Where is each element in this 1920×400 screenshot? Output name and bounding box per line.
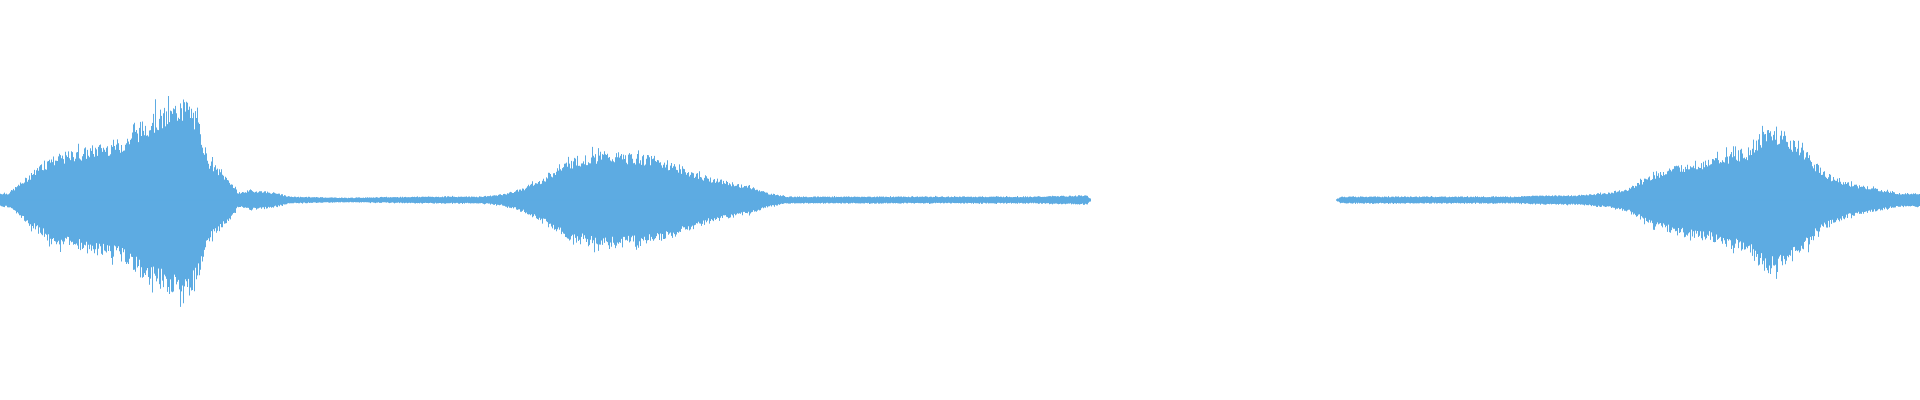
segment-right	[1336, 125, 1920, 279]
segment-right-peaks	[1337, 125, 1920, 279]
segment-left-peaks	[0, 96, 1091, 307]
segment-left	[0, 96, 1091, 307]
